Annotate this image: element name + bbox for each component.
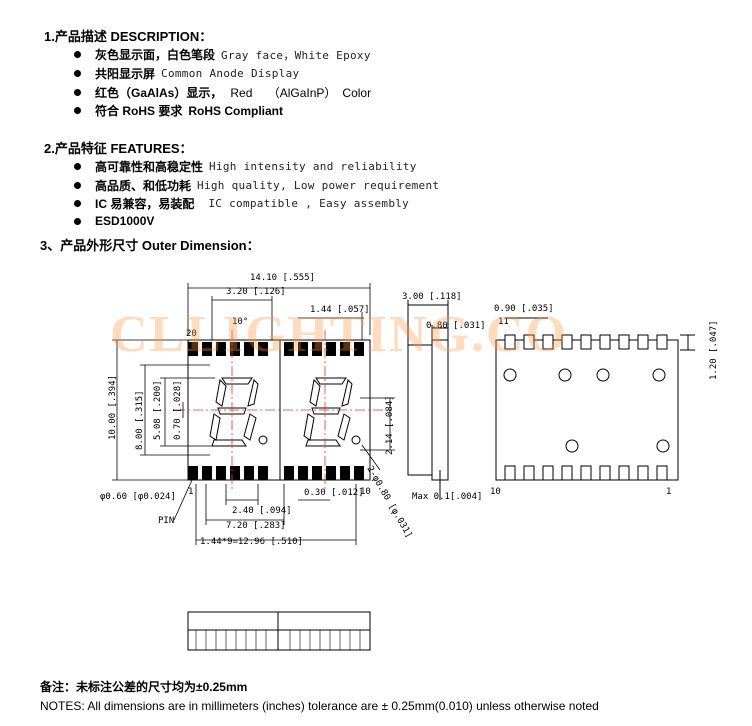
bottom-pins: [188, 466, 364, 480]
dim-pin-total: 1.44*9=12.96 [.510]: [200, 537, 303, 547]
dimension-title: 3、产品外形尺寸 Outer Dimension：: [40, 238, 260, 253]
dim-rear-pad-h: 1.20 [.047]: [709, 320, 719, 380]
bottom-view: [187, 611, 371, 651]
note-english: NOTES: All dimensions are in millimeters…: [40, 699, 599, 713]
dim-pin-720: 7.20 [.283]: [226, 521, 286, 531]
pin-number-1-front: 1: [188, 487, 193, 497]
dim-dp: 2.14 [.084]: [385, 395, 395, 455]
features-title: 2.产品特征 FEATURES：: [44, 141, 193, 156]
bullet-icon: [74, 70, 81, 77]
dim-rear-pad: 0.90 [.035]: [494, 304, 554, 314]
dim-seg-height: 5.08 [.200]: [153, 380, 163, 440]
dim-angle: 10°: [232, 317, 248, 327]
features-item: IC 易兼容，易装配 IC compatible , Easy assembly: [74, 195, 409, 212]
bullet-icon: [74, 182, 81, 189]
bullet-icon: [74, 163, 81, 170]
dim-pin-label: PIN: [158, 516, 174, 526]
dim-side-pin: 0.80 [.031]: [426, 321, 486, 331]
digit-two: [303, 377, 361, 447]
dim-digit-height: 8.00 [.315]: [135, 390, 145, 450]
top-pins: [188, 342, 364, 356]
dim-seg-width: 0.70 [.028]: [173, 380, 183, 440]
pin-number-10-front: 10: [360, 487, 371, 497]
pin-number-20-front: 20: [186, 329, 197, 339]
dim-pin-dia: φ0.60 [φ0.024]: [100, 492, 176, 502]
note-chinese: 备注：未标注公差的尺寸均为±0.25mm: [40, 680, 248, 694]
description-item: 灰色显示面，白色笔段 Gray face，White Epoxy: [74, 46, 371, 63]
dim-side-thick: 3.00 [.118]: [402, 292, 462, 302]
pin-number-11-rear: 11: [498, 317, 509, 327]
center-lines: [175, 330, 385, 490]
bullet-icon: [74, 200, 81, 207]
dim-dp-dia: 2-φ0.80 [φ.031]: [364, 465, 413, 540]
description-item: 红色（GaAlAs）显示， Red （AlGaInP） Color: [74, 84, 371, 101]
dim-pin-030: 0.30 [.012]: [304, 488, 364, 498]
dim-width-total: 14.10 [.555]: [250, 273, 315, 283]
dim-height-total: 10.00 [.394]: [108, 375, 118, 440]
bullet-icon: [74, 89, 81, 96]
dim-pin-240: 2.40 [.094]: [232, 506, 292, 516]
dim-digit-pitch: 3.20 [.126]: [226, 287, 286, 297]
bullet-icon: [74, 217, 81, 225]
pin-number-10-rear: 10: [490, 487, 501, 497]
description-item: 符合 RoHS 要求 RoHS Compliant: [74, 102, 283, 119]
description-item: 共阳显示屏 Common Anode Display: [74, 65, 299, 82]
dim-side-max: Max 0.1[.004]: [412, 492, 482, 502]
features-item: 高品质、和低功耗 High quality, Low power require…: [74, 177, 439, 194]
rear-view: [495, 317, 695, 481]
digit-one: [209, 377, 268, 447]
pin-number-1-rear: 1: [666, 487, 671, 497]
description-title: 1.产品描述 DESCRIPTION：: [44, 29, 213, 44]
bullet-icon: [74, 107, 81, 114]
features-item: ESD1000V: [74, 214, 154, 228]
bullet-icon: [74, 51, 81, 58]
side-view: [407, 300, 449, 500]
dim-pin-offset: 1.44 [.057]: [310, 305, 370, 315]
features-item: 高可靠性和高稳定性 High intensity and reliability: [74, 158, 417, 175]
